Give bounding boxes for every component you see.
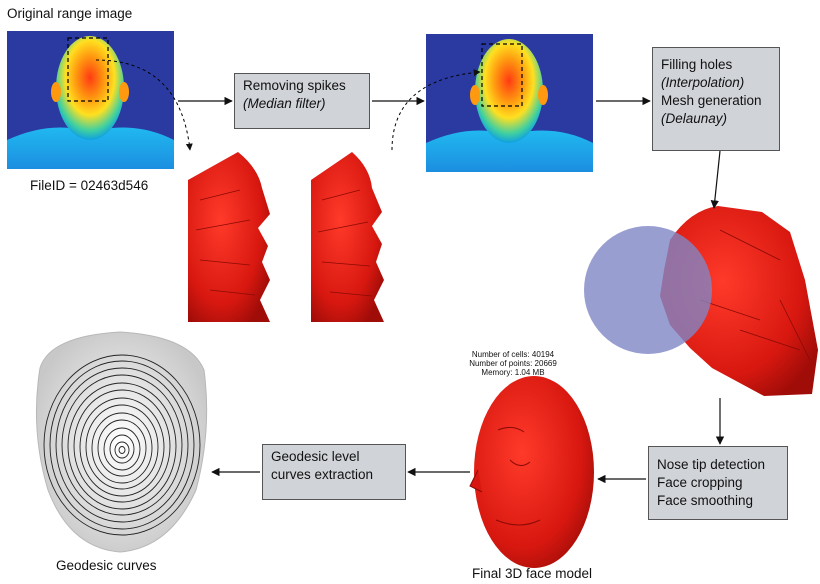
curves-extraction-title: curves extraction [271,466,397,484]
interpolation-label: (Interpolation) [661,74,771,92]
stat-memory: Memory: 1.04 MB [458,368,568,377]
original-range-image [7,31,174,169]
filtered-range-image [426,34,593,172]
stat-cells: Number of cells: 40194 [458,350,568,359]
face-cropping-title: Face cropping [657,474,779,492]
final-face-model [470,376,594,568]
removing-spikes-title: Removing spikes [243,77,361,95]
geodesic-extraction-box: Geodesic level curves extraction [262,444,406,500]
delaunay-label: (Delaunay) [661,110,771,128]
final-model-label: Final 3D face model [472,566,592,581]
stat-points: Number of points: 20669 [458,359,568,368]
filling-holes-title: Filling holes [661,56,771,74]
file-id-label: FileID = 02463d546 [30,178,148,193]
mesh-generation-title: Mesh generation [661,92,771,110]
face-mesh-with-sphere [584,206,818,396]
geodesic-level-title: Geodesic level [271,448,397,466]
nose-tip-detection-title: Nose tip detection [657,456,779,474]
profile-crop-filtered [311,152,384,322]
removing-spikes-box: Removing spikes (Median filter) [234,73,370,129]
profile-crop-noisy [188,152,270,322]
geodesic-curves-label: Geodesic curves [56,558,157,573]
original-range-image-label: Original range image [7,6,132,21]
arrow-holes-to-mesh [714,151,720,208]
median-filter-label: (Median filter) [243,95,361,113]
model-stats: Number of cells: 40194 Number of points:… [458,350,568,377]
filling-holes-box: Filling holes (Interpolation) Mesh gener… [652,47,780,151]
nose-tip-box: Nose tip detection Face cropping Face sm… [648,446,788,520]
face-smoothing-title: Face smoothing [657,492,779,510]
geodesic-curves-face [36,332,206,552]
